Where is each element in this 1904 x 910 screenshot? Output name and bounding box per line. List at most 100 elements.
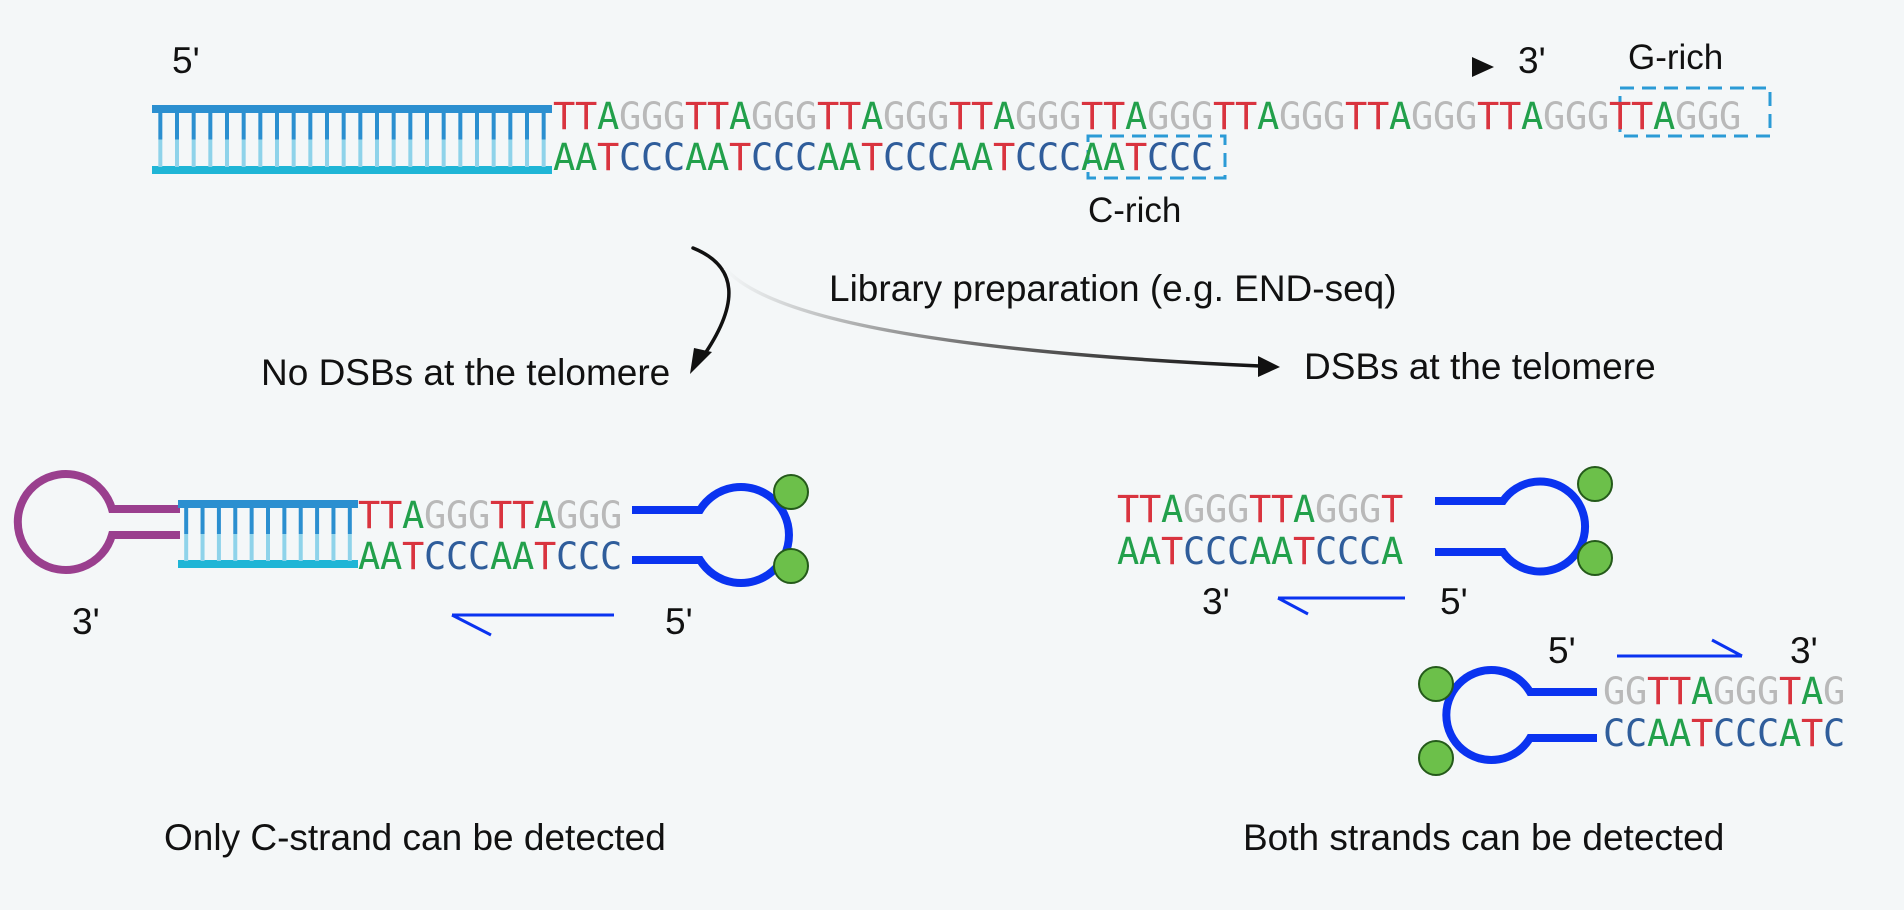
c-rich-box — [1086, 134, 1227, 180]
adapter-bead — [773, 548, 809, 584]
library-prep-label: Library preparation (e.g. END-seq) — [829, 268, 1397, 309]
nucleotide-A: A — [1293, 488, 1316, 531]
nucleotide-A: A — [1779, 712, 1802, 755]
nucleotide-C: C — [1191, 136, 1214, 179]
nucleotide-C: C — [751, 136, 774, 179]
nucleotide-T: T — [1631, 95, 1654, 138]
nucleotide-A: A — [597, 95, 620, 138]
nucleotide-A: A — [402, 494, 425, 537]
nucleotide-T: T — [1647, 670, 1670, 713]
branch-left-arrowhead — [690, 348, 712, 374]
nucleotide-T: T — [1477, 95, 1500, 138]
nucleotide-T: T — [358, 494, 381, 537]
nucleotide-T: T — [1125, 136, 1148, 179]
nucleotide-T: T — [1691, 712, 1714, 755]
left-3prime-label: 3' — [72, 601, 100, 642]
nucleotide-C: C — [600, 535, 623, 578]
nucleotide-G: G — [556, 494, 579, 537]
nucleotide-T: T — [1801, 712, 1824, 755]
nucleotide-G: G — [1359, 488, 1382, 531]
left-bottom-strand: AATCCCAATCCC — [358, 538, 622, 575]
c-rich-label: C-rich — [1088, 191, 1182, 230]
right-lower-primer-arrow — [1617, 638, 1743, 658]
nucleotide-A: A — [1691, 670, 1714, 713]
nucleotide-G: G — [663, 95, 686, 138]
nucleotide-T: T — [1161, 530, 1184, 573]
nucleotide-G: G — [1625, 670, 1648, 713]
right-upper-primer-arrow — [1277, 596, 1405, 616]
nucleotide-C: C — [1757, 712, 1780, 755]
nucleotide-G: G — [1059, 95, 1082, 138]
nucleotide-G: G — [1191, 95, 1214, 138]
nucleotide-T: T — [1235, 95, 1258, 138]
left-top-strand: TTAGGGTTAGGG — [358, 497, 622, 534]
nucleotide-G: G — [1823, 670, 1846, 713]
no-dsb-label: No DSBs at the telomere — [261, 352, 671, 393]
nucleotide-A: A — [1139, 530, 1162, 573]
nucleotide-G: G — [1279, 95, 1302, 138]
left-primer-arrow — [451, 613, 614, 637]
nucleotide-T: T — [575, 95, 598, 138]
nucleotide-G: G — [1323, 95, 1346, 138]
left-duplex — [178, 500, 358, 568]
nucleotide-A: A — [1389, 95, 1412, 138]
nucleotide-A: A — [1249, 530, 1272, 573]
hairpin-adapter — [13, 470, 180, 574]
nucleotide-A: A — [861, 95, 884, 138]
nucleotide-T: T — [729, 136, 752, 179]
nucleotide-G: G — [619, 95, 642, 138]
nucleotide-A: A — [575, 136, 598, 179]
nucleotide-T: T — [1271, 488, 1294, 531]
nucleotide-A: A — [993, 95, 1016, 138]
nucleotide-T: T — [1345, 95, 1368, 138]
nucleotide-C: C — [1227, 530, 1250, 573]
nucleotide-C: C — [556, 535, 579, 578]
nucleotide-T: T — [597, 136, 620, 179]
nucleotide-A: A — [1669, 712, 1692, 755]
nucleotide-C: C — [1337, 530, 1360, 573]
nucleotide-G: G — [1735, 670, 1758, 713]
nucleotide-T: T — [1367, 95, 1390, 138]
nucleotide-C: C — [1603, 712, 1626, 755]
nucleotide-C: C — [578, 535, 601, 578]
nucleotide-C: C — [1315, 530, 1338, 573]
nucleotide-T: T — [1779, 670, 1802, 713]
nucleotide-T: T — [1669, 670, 1692, 713]
nucleotide-C: C — [641, 136, 664, 179]
nucleotide-C: C — [1037, 136, 1060, 179]
caption-left: Only C-strand can be detected — [164, 817, 666, 858]
nucleotide-G: G — [1757, 670, 1780, 713]
nucleotide-T: T — [1381, 488, 1404, 531]
nucleotide-C: C — [1823, 712, 1846, 755]
nucleotide-C: C — [773, 136, 796, 179]
nucleotide-T: T — [971, 95, 994, 138]
nucleotide-G: G — [883, 95, 906, 138]
nucleotide-A: A — [1381, 530, 1404, 573]
nucleotide-G: G — [1015, 95, 1038, 138]
nucleotide-T: T — [380, 494, 403, 537]
nucleotide-G: G — [1301, 95, 1324, 138]
nucleotide-C: C — [1183, 530, 1206, 573]
nucleotide-C: C — [619, 136, 642, 179]
nucleotide-A: A — [1521, 95, 1544, 138]
nucleotide-G: G — [795, 95, 818, 138]
nucleotide-A: A — [1257, 95, 1280, 138]
nucleotide-A: A — [1081, 136, 1104, 179]
nucleotide-T: T — [490, 494, 513, 537]
nucleotide-G: G — [1147, 95, 1170, 138]
left-y-adapter — [632, 474, 809, 587]
nucleotide-A: A — [949, 136, 972, 179]
nucleotide-G: G — [424, 494, 447, 537]
top-3prime-label: 3' — [1518, 40, 1546, 81]
nucleotide-A: A — [512, 535, 535, 578]
adapter-bead — [1577, 540, 1613, 576]
nucleotide-G: G — [1675, 95, 1698, 138]
nucleotide-G: G — [1205, 488, 1228, 531]
nucleotide-A: A — [685, 136, 708, 179]
nucleotide-G: G — [446, 494, 469, 537]
top-duplex — [152, 105, 552, 174]
nucleotide-A: A — [817, 136, 840, 179]
right-lower-bottom-strand: CCAATCCCATC — [1603, 715, 1845, 752]
nucleotide-G: G — [468, 494, 491, 537]
nucleotide-A: A — [358, 535, 381, 578]
